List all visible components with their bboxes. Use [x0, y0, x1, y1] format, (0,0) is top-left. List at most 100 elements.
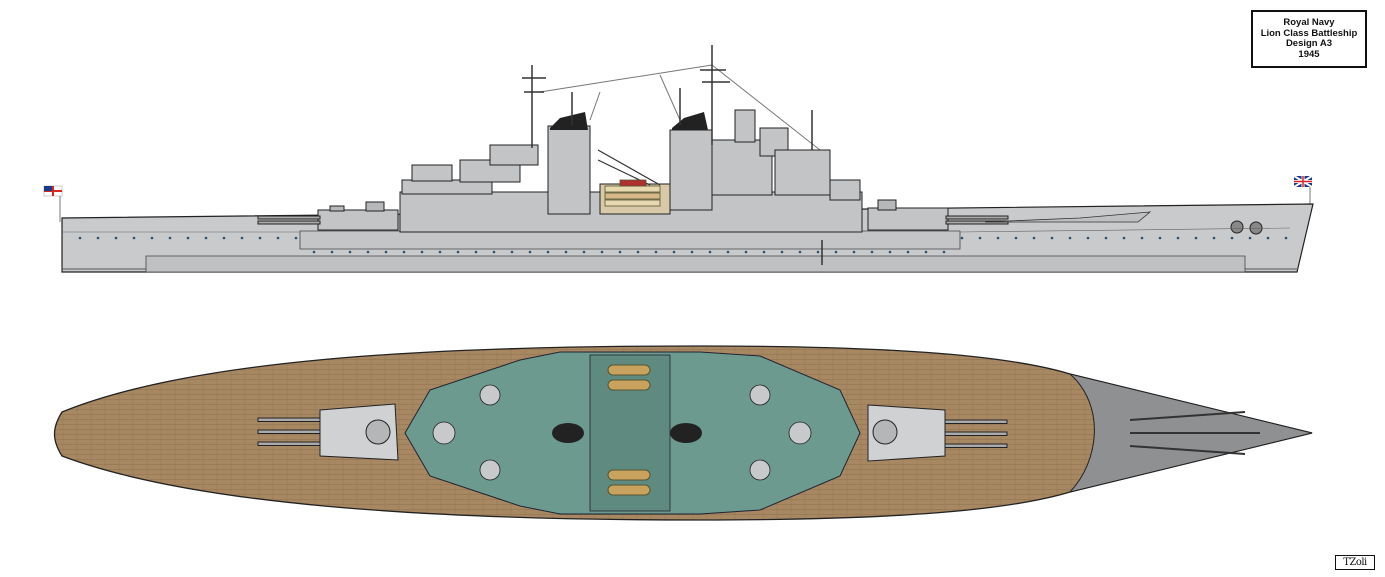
- title-design: Design A3: [1285, 38, 1333, 49]
- boat: [607, 379, 651, 391]
- side-profile-view: [43, 45, 1314, 273]
- forward-turret-plan: [867, 404, 1008, 462]
- porthole: [708, 250, 712, 254]
- porthole: [222, 236, 226, 240]
- porthole: [564, 250, 568, 254]
- boat: [607, 484, 651, 496]
- porthole: [1014, 236, 1018, 240]
- porthole: [402, 250, 406, 254]
- porthole: [600, 250, 604, 254]
- secondary-turrets-plan: [432, 384, 812, 481]
- porthole: [294, 236, 298, 240]
- union-jack-icon: [1293, 175, 1313, 188]
- porthole: [618, 250, 622, 254]
- boat: [607, 469, 651, 481]
- porthole: [312, 250, 316, 254]
- porthole: [78, 236, 82, 240]
- aft-turret-plan: [257, 403, 399, 461]
- porthole: [960, 236, 964, 240]
- porthole: [114, 236, 118, 240]
- forward-turret: [867, 199, 1009, 231]
- porthole: [726, 250, 730, 254]
- porthole: [366, 250, 370, 254]
- porthole: [384, 250, 388, 254]
- porthole: [690, 250, 694, 254]
- forward-funnel-plan: [670, 423, 702, 443]
- porthole: [798, 250, 802, 254]
- porthole: [834, 250, 838, 254]
- porthole: [816, 250, 820, 254]
- porthole: [672, 250, 676, 254]
- forward-funnel: [672, 112, 708, 130]
- boat: [607, 364, 651, 376]
- porthole: [258, 236, 262, 240]
- porthole: [906, 250, 910, 254]
- porthole: [744, 250, 748, 254]
- masts: [522, 45, 823, 265]
- porthole: [438, 250, 442, 254]
- porthole: [1158, 236, 1162, 240]
- porthole: [852, 250, 856, 254]
- porthole: [636, 250, 640, 254]
- porthole: [978, 236, 982, 240]
- lower-strake: [145, 255, 1246, 273]
- porthole: [1104, 236, 1108, 240]
- porthole: [276, 236, 280, 240]
- porthole: [942, 250, 946, 254]
- title-class: Lion Class Battleship: [1260, 27, 1358, 39]
- porthole: [1068, 236, 1072, 240]
- boats-plan: [607, 364, 651, 496]
- porthole: [1032, 236, 1036, 240]
- porthole: [1050, 236, 1054, 240]
- porthole: [204, 236, 208, 240]
- porthole: [1086, 236, 1090, 240]
- porthole: [528, 250, 532, 254]
- porthole: [546, 250, 550, 254]
- white-ensign-icon: [43, 185, 63, 197]
- porthole: [186, 236, 190, 240]
- anchors: [1230, 220, 1263, 235]
- porthole: [1230, 236, 1234, 240]
- porthole: [870, 250, 874, 254]
- porthole: [996, 236, 1000, 240]
- porthole: [96, 236, 100, 240]
- title-block: Royal Navy Lion Class Battleship Design …: [1251, 10, 1367, 68]
- porthole: [330, 250, 334, 254]
- aft-funnel: [550, 112, 588, 130]
- aft-funnel-plan: [552, 423, 584, 443]
- porthole: [150, 236, 154, 240]
- porthole: [1140, 236, 1144, 240]
- porthole: [1248, 236, 1252, 240]
- main-deck-edge: [299, 230, 961, 250]
- porthole: [168, 236, 172, 240]
- breakwater: [984, 211, 1152, 223]
- porthole: [132, 236, 136, 240]
- boats: [604, 179, 661, 207]
- porthole: [924, 250, 928, 254]
- aft-turret: [257, 201, 399, 231]
- porthole: [510, 250, 514, 254]
- top-plan-view: [53, 345, 1313, 521]
- porthole: [348, 250, 352, 254]
- porthole: [1284, 236, 1288, 240]
- title-year: 1945: [1298, 48, 1320, 60]
- porthole: [240, 236, 244, 240]
- title-navy: Royal Navy: [1283, 17, 1335, 28]
- artist-signature: TZoli: [1335, 555, 1375, 570]
- porthole: [654, 250, 658, 254]
- porthole: [456, 250, 460, 254]
- porthole: [420, 250, 424, 254]
- porthole: [474, 250, 478, 254]
- porthole: [1176, 236, 1180, 240]
- porthole: [1212, 236, 1216, 240]
- porthole: [762, 250, 766, 254]
- porthole: [1266, 236, 1270, 240]
- porthole: [582, 250, 586, 254]
- plating-lines: [62, 227, 1291, 233]
- portholes: [78, 236, 1288, 254]
- porthole: [780, 250, 784, 254]
- anchor-chains: [1129, 411, 1260, 455]
- porthole: [492, 250, 496, 254]
- porthole: [888, 250, 892, 254]
